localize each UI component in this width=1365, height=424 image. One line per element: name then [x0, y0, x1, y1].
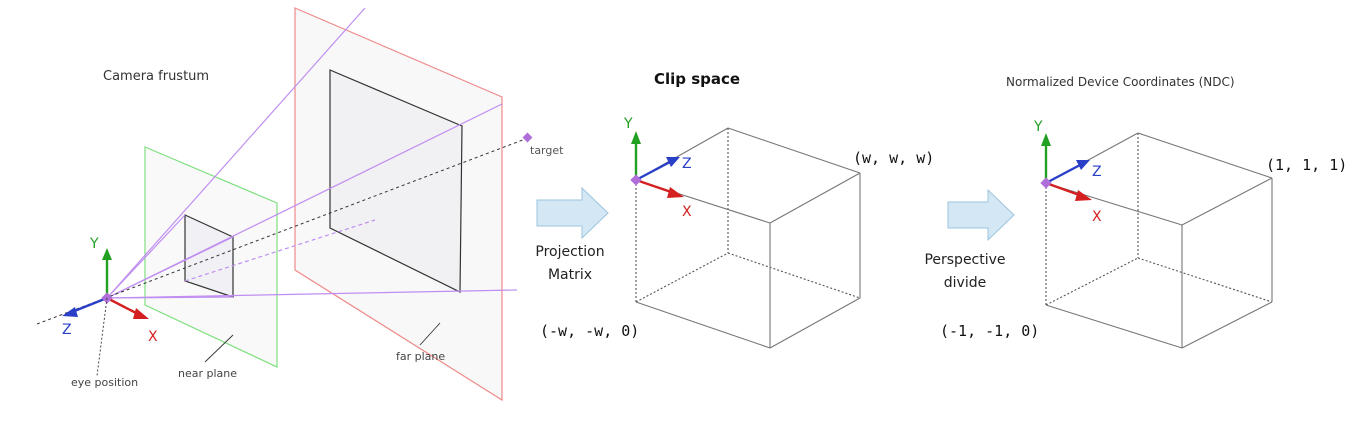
clip-corner-max: (w, w, w)	[853, 149, 934, 167]
clip-origin-point	[630, 174, 642, 186]
target-point	[522, 132, 533, 143]
eye-axis-x-label: X	[148, 329, 158, 345]
divide-label-line1: Perspective	[924, 252, 1005, 268]
clip-panel: Clip space Y X Z	[540, 70, 934, 349]
clip-axis-z-label: Z	[682, 156, 692, 172]
ndc-axis-z-label: Z	[1092, 164, 1102, 180]
divide-label-line2: divide	[944, 275, 986, 291]
far-rectangle	[329, 69, 463, 293]
clip-corner-min: (-w, -w, 0)	[540, 322, 639, 340]
far-plane-label: far plane	[396, 350, 445, 363]
clip-axis-x-label: X	[682, 204, 692, 220]
near-plane-label: near plane	[178, 367, 237, 380]
frustum-title: Camera frustum	[103, 69, 209, 84]
eye-axis-z-label: Z	[62, 322, 72, 338]
eye-position-label: eye position	[71, 376, 138, 389]
near-callout-line	[204, 334, 234, 363]
target-label: target	[530, 144, 564, 157]
clip-axis-y-label: Y	[623, 116, 633, 132]
ndc-title: Normalized Device Coordinates (NDC)	[1006, 75, 1235, 89]
projection-label-line2: Matrix	[548, 267, 592, 283]
ndc-panel: Normalized Device Coordinates (NDC) Y X	[940, 75, 1347, 349]
eye-axis-y-label: Y	[89, 236, 99, 252]
divide-arrow: Perspective divide	[924, 188, 1015, 291]
projection-label-line1: Projection	[535, 244, 604, 260]
ndc-corner-max: (1, 1, 1)	[1266, 156, 1347, 174]
ndc-origin-point	[1040, 177, 1052, 189]
ndc-axes	[1041, 133, 1092, 201]
eye-axes	[62, 248, 149, 319]
clip-axes	[631, 131, 684, 198]
projection-arrow-shape	[536, 186, 609, 240]
frustum-panel: target Camera frustum Y X Z eye position…	[36, 7, 564, 402]
projection-arrow: Projection Matrix	[535, 186, 609, 283]
ndc-axis-x-label: X	[1092, 209, 1102, 225]
frustum-edges	[106, 7, 518, 299]
eye-callout-line	[96, 297, 108, 377]
ndc-corner-min: (-1, -1, 0)	[940, 322, 1039, 340]
clip-cube	[635, 127, 861, 349]
ndc-axis-y-label: Y	[1033, 119, 1043, 135]
divide-arrow-shape	[947, 188, 1015, 242]
far-callout-line	[419, 322, 441, 346]
clip-title: Clip space	[654, 70, 740, 88]
